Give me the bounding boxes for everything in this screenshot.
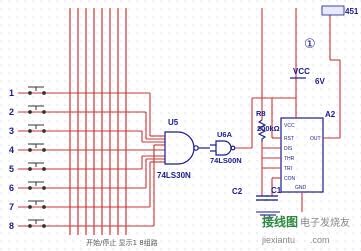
watermark: 接线图 电子发烧友 jiexiantu .com — [261, 214, 350, 245]
input-switches — [28, 86, 46, 228]
a2-ref-label: A2 — [325, 110, 336, 119]
timer-wires — [251, 8, 341, 212]
r8-resistor — [257, 119, 267, 142]
watermark-domain: .com — [310, 235, 330, 245]
input-bus-wires — [69, 8, 127, 235]
r8-value-label: 200kΩ — [257, 124, 280, 133]
input-label-5: 5 — [9, 164, 14, 174]
marker-circled-1: ① — [304, 37, 316, 52]
c1-label: C1 — [271, 186, 282, 195]
a2-pin-thr: THR — [284, 156, 295, 162]
u5-part-label: 74LS30N — [157, 171, 191, 180]
input-label-3: 3 — [9, 126, 14, 136]
input-label-2: 2 — [9, 107, 14, 117]
u5-ref-label: U5 — [168, 118, 179, 127]
u5-nand-gate — [164, 131, 210, 165]
a2-pin-rst: RST — [284, 136, 294, 142]
probe-box — [321, 5, 345, 16]
a2-pin-out: OUT — [310, 136, 321, 142]
vcc-value-label: 6V — [315, 77, 325, 86]
watermark-brand: 接线图 — [262, 214, 298, 229]
input-label-4: 4 — [9, 145, 14, 155]
input-label-6: 6 — [9, 183, 14, 193]
bottom-caption: 开始/停止 显示1 8组路 — [86, 238, 158, 247]
probe-label: 451 — [345, 7, 359, 16]
u6a-ref-label: U6A — [217, 130, 233, 139]
input-row-wires — [18, 92, 165, 227]
a2-pin-dis: DIS — [284, 146, 293, 152]
vcc-label: VCC — [293, 67, 310, 76]
input-label-7: 7 — [9, 202, 14, 212]
input-label-1: 1 — [9, 88, 14, 98]
capacitors — [256, 195, 278, 201]
a2-pin-tri: TRI — [284, 166, 292, 172]
u6a-nand-gate — [210, 140, 236, 156]
u6a-part-label: 74LS00N — [210, 156, 242, 165]
watermark-cn: 电子发烧友 — [300, 216, 350, 229]
watermark-site: jiexiantu — [261, 235, 295, 245]
a2-pin-labels: VCC RST OUT DIS THR TRI CON GND — [284, 123, 321, 191]
a2-pin-gnd: GND — [295, 185, 307, 191]
input-labels: 1 2 3 4 5 6 7 8 — [9, 88, 14, 231]
a2-pin-con: CON — [284, 176, 296, 182]
ground-symbol — [256, 211, 280, 219]
a2-pin-vcc: VCC — [284, 123, 295, 129]
c2-label: C2 — [232, 187, 243, 196]
r8-ref-label: R8 — [256, 109, 266, 118]
input-label-8: 8 — [9, 221, 14, 231]
